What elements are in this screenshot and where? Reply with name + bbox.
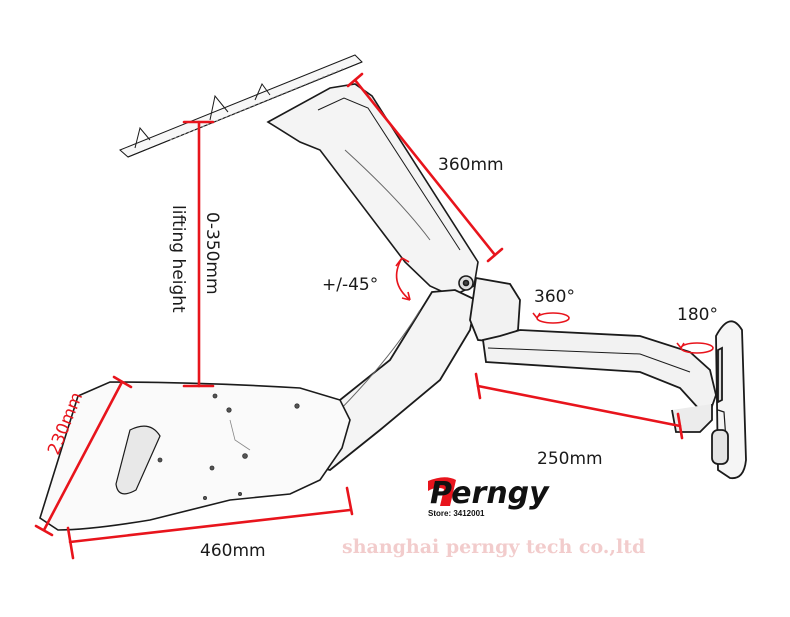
dim-250mm-line xyxy=(476,384,682,428)
tilt-arc xyxy=(395,257,411,301)
dim-360mm-line xyxy=(353,78,497,257)
watermark: shanghai perngy tech co.,ltd xyxy=(342,536,645,558)
label-lower-arm: 250mm xyxy=(537,449,603,469)
brand-store: Store: 3412001 xyxy=(428,509,485,518)
dim-460mm-line xyxy=(68,508,352,544)
brand-logo-text: Perngy xyxy=(430,476,550,511)
label-swivel-360: 360° xyxy=(534,287,575,307)
label-tilt: +/-45° xyxy=(322,275,378,295)
upper-arm xyxy=(266,83,479,297)
wall-plate xyxy=(711,320,747,480)
logo-p-swoosh xyxy=(428,477,456,506)
label-swivel-180: 180° xyxy=(677,305,718,325)
dimension-lines xyxy=(34,72,684,560)
swivel-icon-180 xyxy=(676,342,714,354)
label-arm-length: 360mm xyxy=(438,155,504,175)
keyboard-tray xyxy=(39,381,351,531)
swivel-icon-360 xyxy=(532,312,570,324)
label-lifting-range: 0-350mm xyxy=(202,212,222,295)
label-lifting-height: lifting height xyxy=(168,205,188,313)
brand-logo: Perngy Store: 3412001 xyxy=(428,476,550,518)
dim-230mm-line xyxy=(42,380,124,532)
label-tray-width: 460mm xyxy=(200,541,266,561)
